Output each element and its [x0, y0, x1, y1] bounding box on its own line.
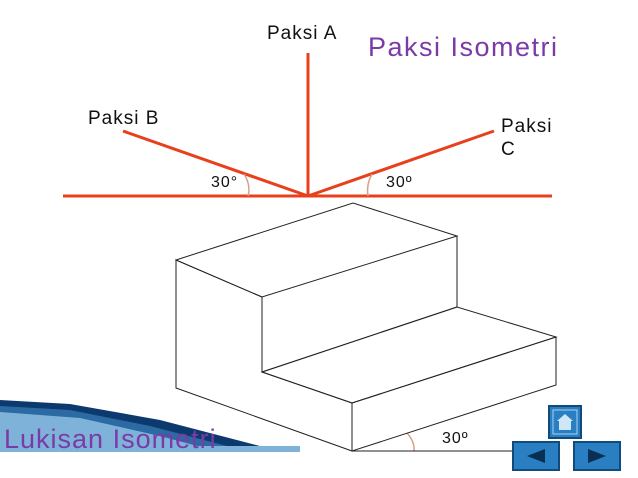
diagram-caption: Lukisan Isometri: [4, 424, 217, 454]
angle-arcs: [243, 173, 415, 452]
block-front-face: [351, 336, 557, 452]
block-lower-top-face: [260, 306, 558, 404]
left-angle-label: 30°: [211, 174, 239, 191]
block-left-face: [175, 259, 353, 452]
right-angle-arc: [366, 173, 373, 197]
axis-a-label: Paksi A: [267, 23, 338, 44]
slide-title: Paksi Isometri: [368, 32, 559, 62]
axis-c-label-line1: Paksi: [501, 116, 553, 137]
axis-b-label: Paksi B: [88, 108, 160, 129]
axis-c-line: [307, 129, 495, 198]
isometric-axes: [63, 53, 552, 198]
next-arrow-icon: [588, 449, 606, 463]
bottom-angle-arc: [406, 432, 415, 452]
previous-button[interactable]: [512, 441, 560, 471]
home-button[interactable]: [548, 405, 582, 439]
right-angle-label: 30º: [386, 174, 413, 191]
next-button[interactable]: [573, 441, 621, 471]
axis-c-label-line2: C: [501, 139, 516, 160]
bottom-angle-label: 30º: [442, 430, 469, 447]
previous-arrow-icon: [527, 449, 545, 463]
blue-banner-decoration: [0, 400, 300, 452]
isometric-step-block: [174, 202, 558, 452]
home-icon: [557, 414, 573, 430]
axis-b-line: [122, 129, 309, 198]
left-angle-arc: [243, 173, 250, 197]
block-upper-top-face: [174, 202, 459, 298]
